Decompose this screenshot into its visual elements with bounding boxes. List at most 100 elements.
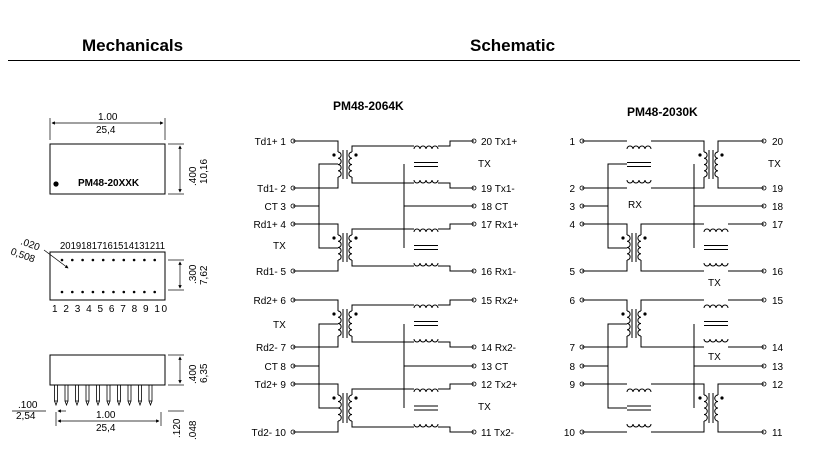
header-divider bbox=[8, 60, 800, 61]
lead-pin bbox=[96, 384, 100, 402]
wire bbox=[582, 323, 627, 367]
pin-dot bbox=[122, 258, 126, 262]
s1-label: TX bbox=[478, 159, 491, 170]
s2-pin-left: 7 bbox=[569, 343, 575, 354]
s1-pin-left: Rd1+ 4 bbox=[253, 220, 286, 231]
wire bbox=[351, 177, 414, 184]
coil-winding bbox=[626, 423, 652, 428]
wire bbox=[438, 265, 474, 272]
wire bbox=[640, 336, 704, 348]
lead-in: .120 bbox=[172, 418, 183, 438]
wire bbox=[651, 177, 705, 189]
s2-label: TX bbox=[708, 278, 721, 289]
wire bbox=[582, 299, 628, 311]
pin-dot bbox=[122, 290, 126, 294]
s1-pin-right: 12 Tx2+ bbox=[481, 380, 517, 391]
row-in: .300 bbox=[188, 264, 199, 284]
s1-label: TX bbox=[478, 402, 491, 413]
top-height-mm: 10,16 bbox=[199, 159, 210, 184]
s2-pin-right: 17 bbox=[772, 220, 784, 231]
side-leads bbox=[54, 384, 153, 407]
wire bbox=[293, 177, 339, 189]
bottom-pin-numbers: 1 2 3 4 5 6 7 8 9 10 bbox=[52, 304, 167, 315]
s2-pin-right: 12 bbox=[772, 380, 784, 391]
wire bbox=[438, 299, 474, 306]
coil-winding bbox=[703, 262, 729, 267]
pin-dot bbox=[101, 290, 105, 294]
s2-pin-right: 19 bbox=[772, 184, 784, 195]
mechanicals-header: Mechanicals bbox=[82, 36, 184, 55]
wire bbox=[293, 140, 339, 152]
pitch-in: .100 bbox=[18, 400, 38, 411]
side-height-in: .400 bbox=[188, 364, 199, 384]
coil-winding bbox=[714, 151, 719, 178]
coil-winding bbox=[348, 151, 353, 178]
coil-winding bbox=[413, 338, 439, 343]
wire bbox=[438, 140, 474, 147]
pin-dot bbox=[91, 290, 95, 294]
wire bbox=[293, 323, 338, 367]
s2-pin-left: 2 bbox=[569, 184, 575, 195]
coil-winding bbox=[626, 388, 652, 393]
wire bbox=[582, 336, 628, 348]
s2-pin-left: 1 bbox=[569, 137, 575, 148]
coil-winding bbox=[337, 394, 342, 422]
wire bbox=[640, 299, 704, 311]
coil-winding bbox=[637, 310, 642, 337]
s2-pin-left: 9 bbox=[569, 380, 575, 391]
s1-pin-right: 11 Tx2- bbox=[481, 428, 514, 439]
s1-label: TX bbox=[273, 241, 286, 252]
wire bbox=[318, 206, 338, 249]
s2-pin-right: 14 bbox=[772, 343, 784, 354]
wire bbox=[293, 223, 339, 235]
polarity-dot bbox=[698, 396, 702, 400]
wire bbox=[651, 383, 705, 395]
wire bbox=[607, 206, 627, 249]
s1-pin-left: Rd2+ 6 bbox=[253, 296, 286, 307]
s2-pin-right: 15 bbox=[772, 296, 784, 307]
lead-tip bbox=[54, 400, 58, 407]
s2-pin-left: 10 bbox=[564, 428, 576, 439]
pin-dots bbox=[60, 258, 156, 294]
schem2-title: PM48-2030K bbox=[627, 105, 698, 119]
pin-dot bbox=[132, 290, 136, 294]
polarity-dot bbox=[621, 236, 625, 240]
top-height-in: .400 bbox=[188, 166, 199, 186]
wire bbox=[438, 223, 474, 230]
polarity-dot bbox=[332, 153, 336, 157]
schem1-title: PM48-2064K bbox=[333, 99, 404, 113]
pin-view: .020 0,508 20191817161514131211 1 2 3 4 … bbox=[9, 236, 210, 315]
wire bbox=[651, 421, 705, 433]
wire bbox=[438, 182, 474, 189]
side-width-mm: 25,4 bbox=[96, 423, 116, 434]
wire bbox=[651, 140, 705, 152]
pin-dot bbox=[112, 290, 115, 294]
side-width-in: 1.00 bbox=[96, 410, 116, 421]
s2-pin-left: 4 bbox=[569, 220, 575, 231]
s2-label: RX bbox=[628, 200, 642, 211]
s2-pin-left: 6 bbox=[569, 296, 575, 307]
wire bbox=[717, 421, 764, 433]
part-label: PM48-20XXK bbox=[78, 178, 140, 189]
wire bbox=[351, 336, 414, 343]
s1-pin-left: Td1+ 1 bbox=[255, 137, 287, 148]
coil-winding bbox=[703, 338, 729, 343]
coil-winding bbox=[413, 179, 439, 184]
lead-pin bbox=[127, 384, 132, 402]
s1-label: TX bbox=[273, 320, 286, 331]
s1-pin-right: 19 Tx1- bbox=[481, 184, 515, 195]
lead-tip bbox=[75, 400, 79, 407]
lead-tip bbox=[85, 400, 90, 407]
wire bbox=[640, 260, 704, 272]
wire bbox=[351, 304, 414, 311]
coil-winding bbox=[413, 262, 439, 267]
lead-tip bbox=[127, 400, 132, 407]
pin-dot bbox=[143, 290, 146, 294]
polarity-dot bbox=[354, 312, 358, 316]
coil-winding bbox=[626, 179, 652, 184]
coil-winding bbox=[348, 310, 353, 337]
coil-winding bbox=[337, 151, 342, 178]
coil-winding bbox=[348, 234, 353, 261]
coil-winding bbox=[703, 394, 708, 422]
polarity-dot bbox=[621, 312, 625, 316]
